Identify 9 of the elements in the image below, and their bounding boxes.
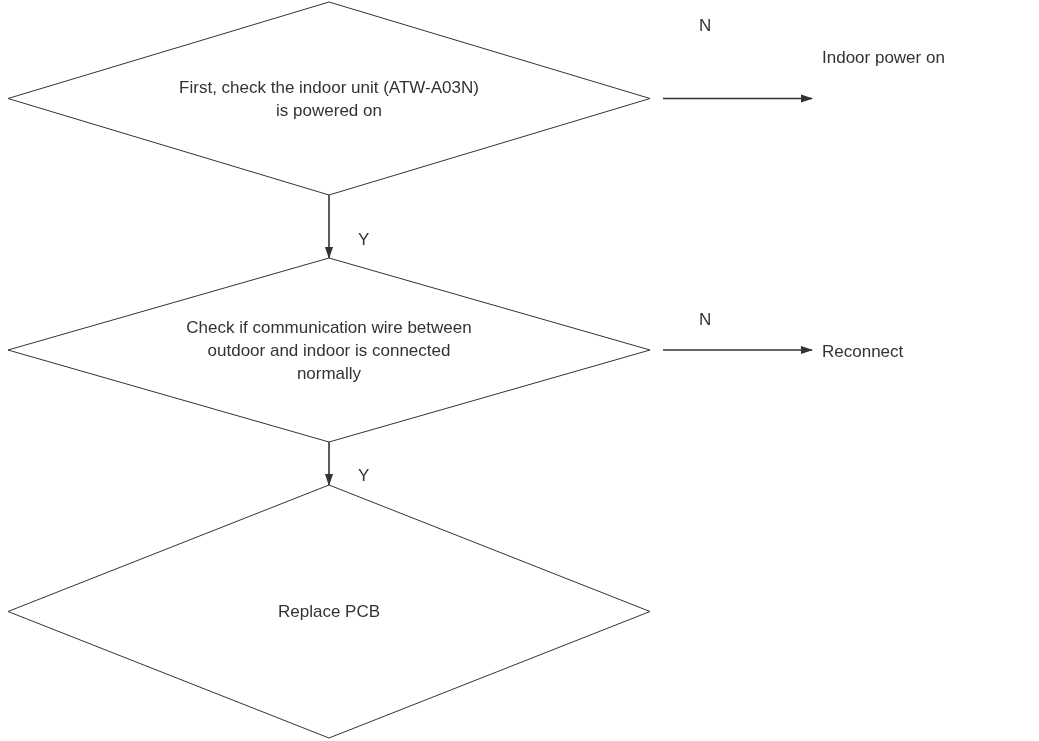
decision-text: Check if communication wire between outdoor and indoor is connected normally — [185, 316, 473, 385]
decision-text: Replace PCB — [276, 601, 382, 623]
arrow — [662, 346, 813, 354]
decision-text: First, check the indoor unit (ATW-A03N) is powered on — [179, 76, 479, 122]
outcome-text: Indoor power on — [822, 46, 945, 69]
outcome-text: Reconnect — [822, 340, 904, 363]
arrow — [662, 94, 813, 103]
arrow — [325, 441, 333, 486]
arrow — [325, 194, 333, 259]
